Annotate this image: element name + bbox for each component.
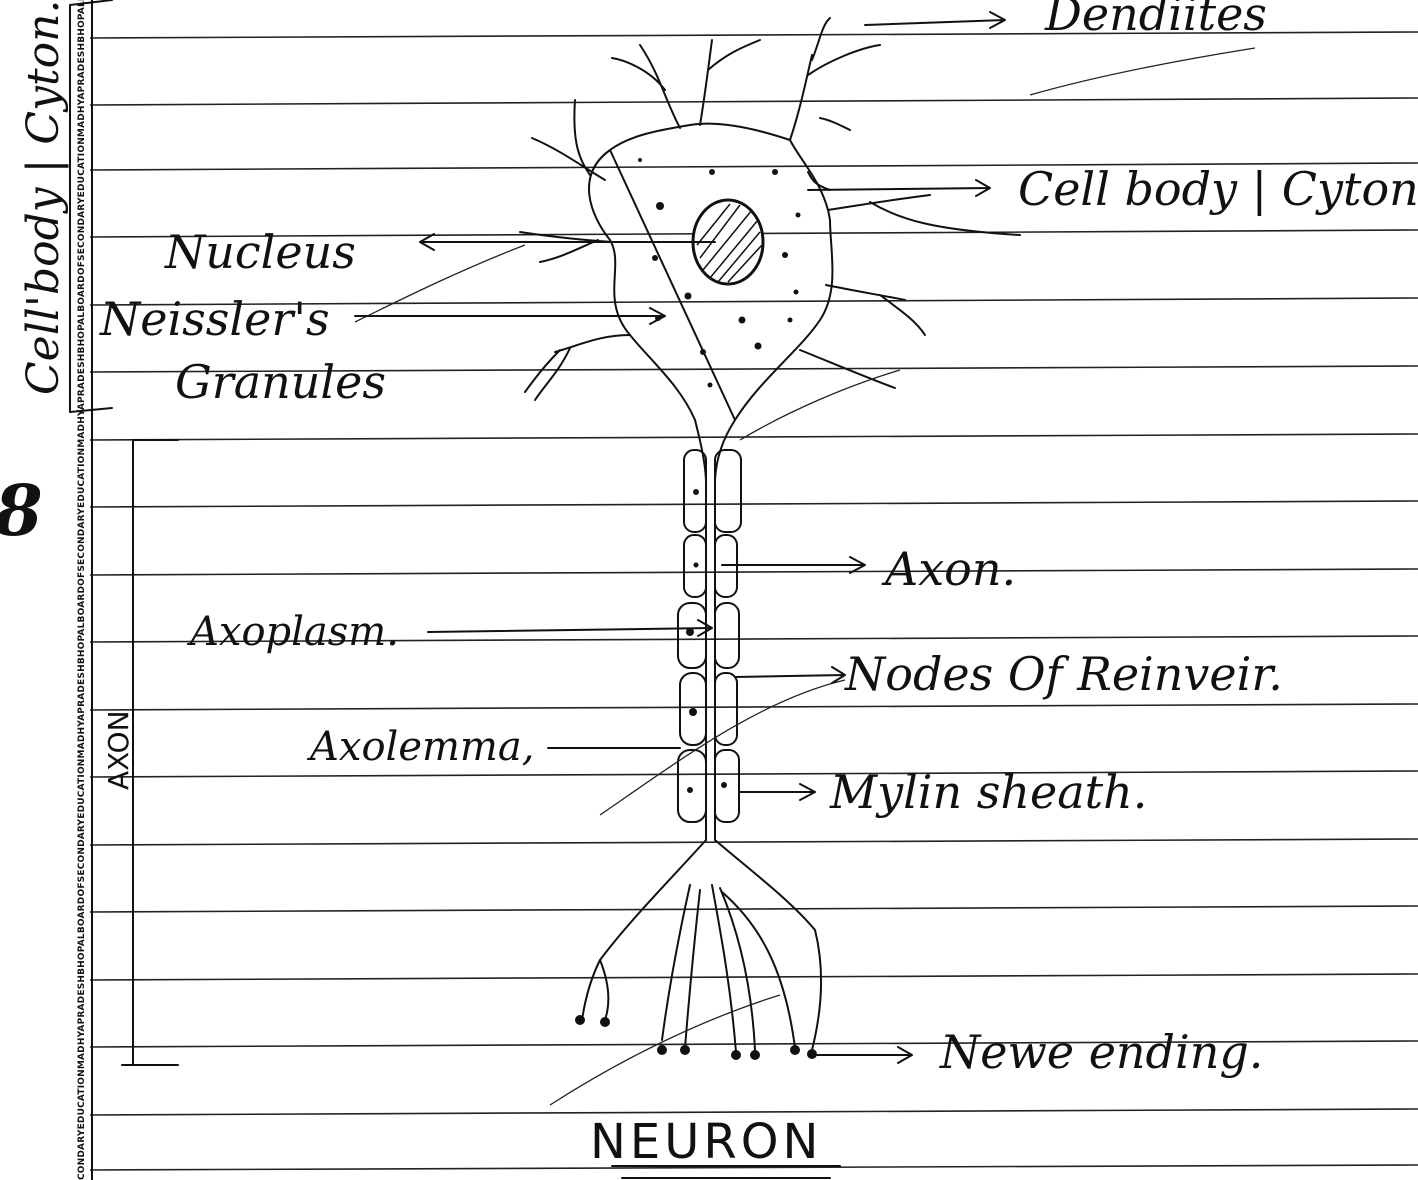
label-nodes-of-ranvier: Nodes Of Reinveir. (844, 647, 1283, 701)
label-nissl-2: Granules (175, 355, 386, 409)
label-dendrites: Dendiites (1044, 0, 1267, 41)
margin-number: 8 (0, 469, 43, 552)
nerve-endings (575, 840, 821, 1060)
label-myelin-sheath: Mylin sheath. (829, 765, 1147, 819)
label-nissl-1: Neissler's (99, 292, 330, 346)
label-axon: Axon. (881, 542, 1016, 596)
label-nerve-ending: Newe ending. (939, 1025, 1263, 1079)
margin-vertical-note: Cell'body | Cyton. (18, 0, 69, 395)
label-nucleus: Nucleus (164, 225, 356, 279)
label-cell-body: Cell body | Cyton (1018, 162, 1418, 216)
myelin-segments (678, 450, 741, 822)
label-arrows (355, 12, 1005, 1063)
margin-watermark: CONDARYEDUCATIONMADHYAPRADESHBHOPALBOARD… (77, 0, 87, 1180)
dendrites (520, 18, 1020, 400)
diagram-title: NEURON (590, 1114, 822, 1170)
label-axoplasm: Axoplasm. (186, 609, 399, 655)
axon-bracket-label: AXON (102, 710, 135, 790)
label-axolemma: Axolemma, (306, 724, 534, 770)
